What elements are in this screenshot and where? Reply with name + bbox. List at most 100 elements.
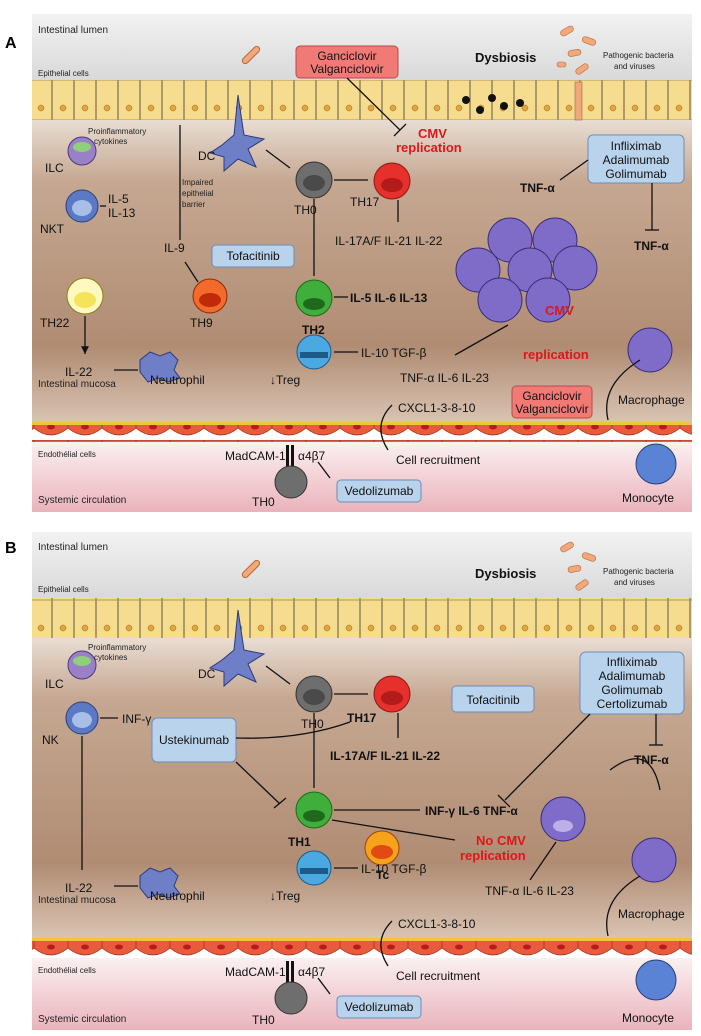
label-tnf-b: TNF-α — [634, 753, 669, 767]
label-recruitment-a: Cell recruitment — [396, 453, 481, 467]
label-th0-a: TH0 — [294, 203, 317, 217]
no-cmv-label-1: No CMV — [476, 833, 526, 848]
cmv-label-a-top-1: CMV — [418, 126, 447, 141]
vedolizumab-box-a — [336, 479, 422, 503]
certolizumab-label-b: Certolizumab — [597, 697, 668, 711]
anti-tnf-box-a — [587, 134, 685, 184]
label-endothelial: Endothélial cells — [38, 450, 96, 459]
label-tnf-il6-il23-b: TNF-α IL-6 IL-23 — [485, 884, 574, 898]
panel-b: B Intestinal lumen Epithelial cells Dysb… — [5, 532, 692, 1030]
label-infg-il6-tnf: INF-γ IL-6 TNF-α — [425, 804, 518, 818]
label-epithelial-b: Epithelial cells — [38, 585, 89, 594]
label-tnf-il6-il23-a: TNF-α IL-6 IL-23 — [400, 371, 489, 385]
label-lumen-b: Intestinal lumen — [38, 542, 108, 553]
label-madcam-a: MadCAM-1 — [225, 449, 286, 463]
label-il10-b: IL-10 TGF-β — [361, 862, 426, 876]
adalimumab-label-b: Adalimumab — [599, 669, 666, 683]
label-madcam-b: MadCAM-1 — [225, 965, 286, 979]
label-endothelial-b: Endothélial cells — [38, 966, 96, 975]
cmv-label-a-bottom-2: replication — [523, 347, 589, 362]
label-il10-a: IL-10 TGF-β — [361, 346, 426, 360]
epithelium-layer-b — [32, 598, 692, 638]
label-nkt: NKT — [40, 222, 65, 236]
label-dc-b: DC — [198, 667, 216, 681]
label-th22: TH22 — [40, 316, 70, 330]
macrophage-b2 — [631, 837, 677, 883]
label-dysbiosis: Dysbiosis — [475, 50, 536, 65]
vedolizumab-label-b: Vedolizumab — [345, 1000, 414, 1014]
label-th0-circ-a: TH0 — [252, 495, 275, 509]
label-il5: IL-5 — [108, 192, 129, 206]
label-il17-line-b: IL-17A/F IL-21 IL-22 — [330, 749, 440, 763]
golimumab-label-a: Golimumab — [605, 167, 667, 181]
tofacitinib-box-a — [211, 244, 295, 268]
vedolizumab-box-b — [336, 995, 422, 1019]
th0-circulating-a — [274, 465, 308, 499]
tnf-inhibit-a1 — [559, 159, 589, 181]
label-impaired-1: Impaired — [182, 178, 213, 187]
label-recruitment-b: Cell recruitment — [396, 969, 481, 983]
panel-label-a: A — [5, 35, 17, 52]
endothelium-border — [32, 422, 692, 425]
infected-macrophage-cluster — [455, 217, 598, 323]
label-dysbiosis-b: Dysbiosis — [475, 566, 536, 581]
label-treg-b: ↓Treg — [270, 889, 300, 903]
label-dc-a: DC — [198, 149, 216, 163]
bacteria-icon-b — [560, 541, 597, 591]
label-monocyte-b: Monocyte — [622, 1011, 674, 1025]
label-th0-circ-b: TH0 — [252, 1013, 275, 1027]
label-epithelial: Epithelial cells — [38, 69, 89, 78]
label-macrophage-b: Macrophage — [618, 907, 685, 921]
golimumab-label-b: Golimumab — [601, 683, 663, 697]
label-il22-b: IL-22 — [65, 881, 93, 895]
ustekinumab-th1-inhibit — [235, 761, 281, 805]
label-th1: TH1 — [288, 835, 311, 849]
monocyte-macrophage-arrow-a — [606, 359, 641, 421]
label-il5-il6-il13: IL-5 IL-6 IL-13 — [350, 291, 428, 305]
th0-circulating-b — [274, 981, 308, 1015]
label-ilc-b: ILC — [45, 677, 64, 691]
label-a4b7-a: α4β7 — [298, 449, 326, 463]
cmv-label-a-bottom-1: CMV — [545, 303, 574, 318]
damaged-epithelium — [574, 81, 583, 121]
cluster-arrow-a — [454, 324, 509, 356]
label-inf-g: INF-γ — [122, 712, 151, 726]
infliximab-label-b: Infliximab — [607, 655, 658, 669]
no-cmv-label-2: replication — [460, 848, 526, 863]
ganciclovir-box-a-bottom — [511, 385, 593, 419]
lumen-band-b — [32, 532, 692, 598]
label-ilc: ILC — [45, 161, 64, 175]
adalimumab-label-a: Adalimumab — [603, 153, 670, 167]
label-proinflam-b1: Proinflammatory — [88, 643, 146, 652]
label-pathogens-b2: and viruses — [614, 578, 655, 587]
recruitment-arrow-a — [380, 404, 393, 451]
label-th0-b: TH0 — [301, 717, 324, 731]
label-pathogens-2: and viruses — [614, 62, 655, 71]
infliximab-label-a: Infliximab — [611, 139, 662, 153]
label-il13: IL-13 — [108, 206, 136, 220]
cmv-label-a-top-2: replication — [396, 140, 462, 155]
label-lumen: Intestinal lumen — [38, 25, 108, 36]
tofacitinib-label-a: Tofacitinib — [226, 249, 280, 263]
bacteria-icon — [556, 25, 597, 75]
label-proinflam-b2: cytokines — [94, 653, 127, 662]
ganciclovir-inhibit-top — [346, 77, 401, 131]
label-proinflam-2: cytokines — [94, 137, 127, 146]
label-macrophage-a: Macrophage — [618, 393, 685, 407]
neutrophil-cell-b — [139, 867, 181, 899]
th9-arrow — [184, 261, 199, 283]
label-a4b7-b: α4β7 — [298, 965, 326, 979]
label-neutrophil-a: Neutrophil — [150, 373, 205, 387]
label-impaired-3: barrier — [182, 200, 205, 209]
label-cxcl-a: CXCL1-3-8-10 — [398, 401, 476, 415]
label-systemic: Systemic circulation — [38, 495, 126, 506]
ganciclovir-label-a-bottom: Ganciclovir — [522, 389, 581, 403]
label-il22-a: IL-22 — [65, 365, 93, 379]
dc-cell — [208, 94, 266, 173]
tofacitinib-box-b — [451, 685, 535, 713]
label-th17-b: TH17 — [347, 711, 377, 725]
tofacitinib-label-b: Tofacitinib — [466, 693, 520, 707]
label-il17-line-a: IL-17A/F IL-21 IL-22 — [335, 234, 443, 248]
ustekinumab-th17-inhibit — [235, 721, 351, 739]
endothelium-layer — [32, 422, 692, 442]
